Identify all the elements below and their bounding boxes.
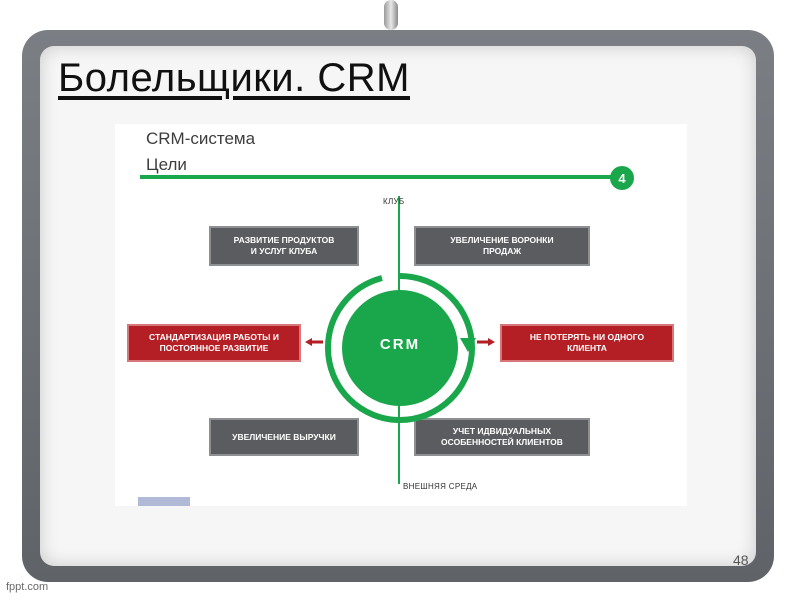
goal-box-product-development: РАЗВИТИЕ ПРОДУКТОВ И УСЛУГ КЛУБА (209, 226, 359, 266)
cycle-ring-outer-left (324, 275, 383, 349)
crm-cycle-diagram (324, 273, 476, 423)
template-credit: fppt.com (6, 581, 49, 593)
crm-center-label: CRM (379, 336, 421, 353)
step-badge: 4 (610, 166, 634, 190)
logo-crop-mask (116, 506, 688, 510)
cycle-ring-outer (325, 273, 475, 423)
diagram-subheading: Цели (146, 155, 187, 174)
company-logo-icon (138, 497, 190, 506)
arrow-right-icon (477, 338, 495, 346)
goal-box-individual-features: УЧЕТ ИДВИДУАЛЬНЫХ ОСОБЕННОСТЕЙ КЛИЕНТОВ (414, 418, 590, 456)
goal-box-sales-funnel: УВЕЛИЧЕНИЕ ВОРОНКИ ПРОДАЖ (414, 226, 590, 266)
caption-club: КЛУБ (383, 197, 405, 206)
goal-box-client-retention: НЕ ПОТЕРЯТЬ НИ ОДНОГО КЛИЕНТА (500, 324, 674, 362)
cycle-arrowhead-icon (460, 338, 476, 352)
goal-box-standardization: СТАНДАРТИЗАЦИЯ РАБОТЫ И ПОСТОЯННОЕ РАЗВИ… (127, 324, 301, 362)
progress-line (140, 175, 616, 179)
page-number: 48 (733, 552, 749, 568)
goal-box-revenue-growth: УВЕЛИЧЕНИЕ ВЫРУЧКИ (209, 418, 359, 456)
arrow-left-icon (305, 338, 323, 346)
caption-external-environment: ВНЕШНЯЯ СРЕДА (403, 482, 478, 491)
board-hanger (384, 0, 398, 30)
crm-core-circle (342, 290, 458, 406)
slide-title: Болельщики. CRM (58, 56, 410, 100)
diagram-heading: CRM-система (146, 129, 256, 148)
